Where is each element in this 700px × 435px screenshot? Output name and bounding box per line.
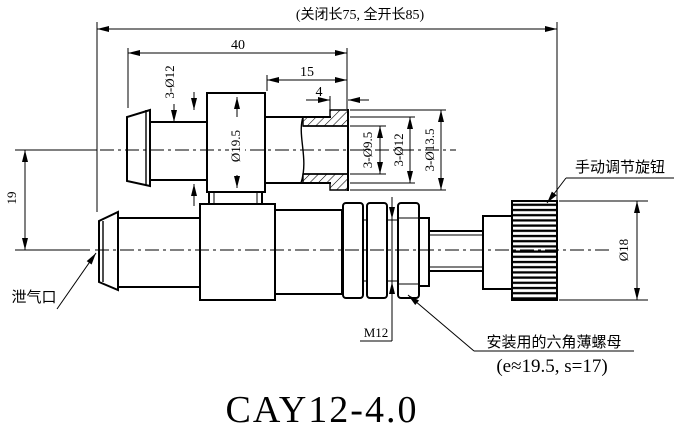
dim-offset-19: 19 bbox=[4, 150, 28, 250]
top-flange bbox=[126, 108, 151, 188]
dim-40: 40 bbox=[127, 38, 348, 109]
knob-collar bbox=[482, 215, 513, 290]
drawing-title: CAY12-4.0 bbox=[226, 389, 419, 431]
dim-4-text: 4 bbox=[316, 85, 323, 100]
ring-1 bbox=[342, 202, 364, 299]
ring-2 bbox=[366, 202, 388, 299]
dim-3d9-5-text: 3-Ø9.5 bbox=[360, 132, 375, 168]
dim-port: 3-Ø12 bbox=[350, 116, 415, 184]
dim-4: 4 bbox=[306, 85, 369, 110]
callout-knob-text: 手动调节旋钮 bbox=[575, 159, 665, 176]
dim-19-5-text: Ø19.5 bbox=[228, 130, 243, 162]
dim-m12-text: M12 bbox=[364, 325, 389, 340]
callout-vent: 泄气口 bbox=[11, 252, 97, 310]
dim-40-text: 40 bbox=[231, 38, 245, 53]
top-view bbox=[15, 92, 456, 205]
washer bbox=[418, 217, 430, 287]
overall-length-note: (关闭长75, 全开长85) bbox=[296, 6, 425, 23]
bottom-barb-tube bbox=[117, 217, 201, 288]
callout-knob: 手动调节旋钮 bbox=[546, 159, 674, 204]
break-line bbox=[300, 116, 305, 184]
dim-knob-dia: Ø18 bbox=[559, 200, 648, 301]
top-barb-tube bbox=[149, 121, 208, 181]
dim-thread-m12: M12 bbox=[360, 197, 395, 342]
dim-3d13-5-text: 3-Ø13.5 bbox=[422, 129, 437, 172]
dim-3d12-left-text: 3-Ø12 bbox=[162, 65, 177, 98]
callout-nut-spec: (e≈19.5, s=17) bbox=[496, 356, 607, 377]
dim-bore: 3-Ø9.5 bbox=[350, 125, 386, 175]
dim-15: 15 bbox=[266, 65, 347, 91]
hatch-bottom bbox=[302, 173, 349, 191]
bottom-main-body bbox=[199, 203, 276, 301]
vent-flange bbox=[98, 210, 119, 292]
top-sleeve-section bbox=[264, 109, 349, 191]
hatch-top bbox=[302, 109, 349, 127]
callout-nut-text: 安装用的六角薄螺母 bbox=[486, 334, 621, 351]
dim-15-text: 15 bbox=[300, 65, 314, 80]
dim-barb-ridges: 3-Ø12 bbox=[162, 65, 197, 206]
dim-18-text: Ø18 bbox=[616, 239, 631, 261]
knurled-knob bbox=[511, 200, 558, 301]
bottom-cylinder bbox=[274, 209, 343, 295]
callout-vent-text: 泄气口 bbox=[11, 289, 56, 306]
top-body-foot bbox=[208, 191, 263, 205]
dim-19-text: 19 bbox=[4, 192, 19, 205]
threaded-stem bbox=[428, 230, 484, 272]
dim-overall-length: (关闭长75, 全开长85) bbox=[96, 6, 558, 212]
dim-3d12-right-text: 3-Ø12 bbox=[391, 133, 406, 166]
dim-port-flange: 3-Ø13.5 bbox=[350, 109, 446, 191]
dim-body-dia: Ø19.5 bbox=[228, 97, 245, 188]
callout-nut: 安装用的六角薄螺母 (e≈19.5, s=17) bbox=[407, 294, 634, 377]
bottom-view bbox=[15, 200, 610, 301]
